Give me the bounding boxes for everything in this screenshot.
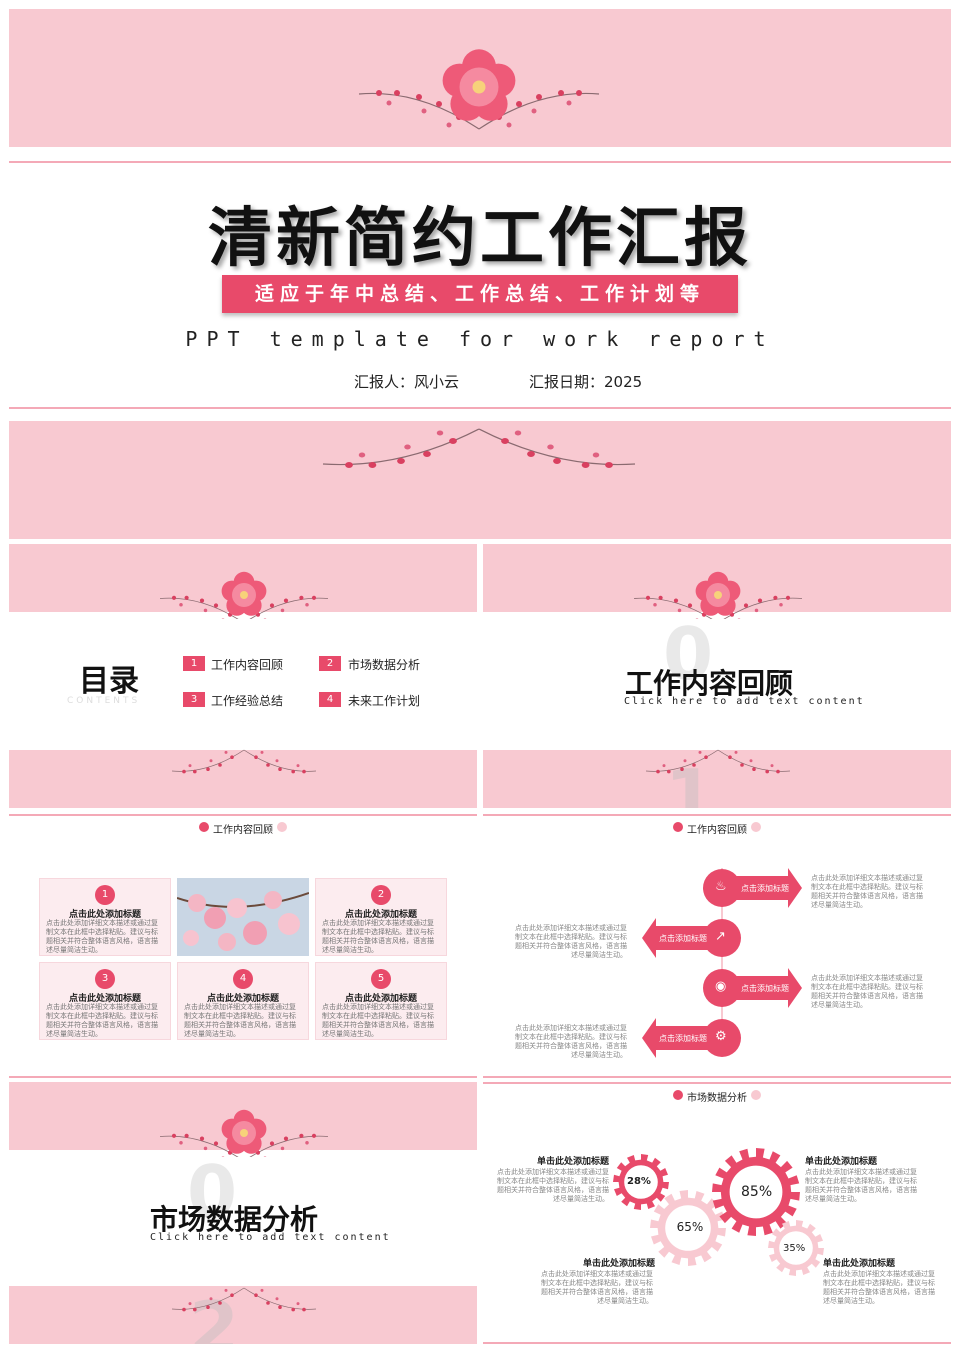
arrows-slide: 工作内容回顾 ♨ ↗ ◉ ⚙ 点击添加标题 点击添加标题 点击添加标题 点击添加… [483, 814, 951, 1078]
toc-item-4[interactable]: 未来工作计划 [348, 694, 421, 708]
toc-num-3: 3 [183, 692, 205, 707]
branch-flower-decoration [633, 571, 803, 619]
section-number-ghost: 0 [187, 1150, 238, 1234]
lock-icon: ◉ [715, 979, 727, 994]
arrow-desc-4: 点击此处添加详细文本描述或通过复制文本在此框中选择粘贴。建议与标题相关并符合整体… [515, 1024, 627, 1059]
gear-28 [613, 1154, 669, 1210]
gear-value-85: 85% [741, 1184, 773, 1200]
gear-title-4: 单击此处添加标题 [823, 1259, 896, 1269]
subtitle-banner: 适应于年中总结、工作总结、工作计划等 [222, 275, 738, 313]
gear-title-2: 单击此处添加标题 [583, 1259, 656, 1269]
branch-flower-decoration [358, 49, 600, 130]
section-1-slide: 0 工作内容回顾 Click here to add text content … [483, 544, 951, 808]
reporter-label: 汇报人：风小云 [354, 373, 460, 391]
bottom-pink-band [9, 421, 951, 539]
fire-icon: ♨ [715, 879, 727, 894]
date-label: 汇报日期：2025 [529, 373, 643, 391]
branch-decoration [322, 428, 636, 469]
section-number-ghost: 0 [663, 612, 714, 696]
gear-value-28: 28% [627, 1176, 651, 1187]
branch-flower-decoration [159, 1109, 329, 1157]
english-subtitle: PPT template for work report [185, 327, 775, 351]
toc-num-2: 2 [319, 656, 341, 671]
gear-title-3: 单击此处添加标题 [805, 1157, 878, 1167]
gear-desc-2: 点击此处添加详细文本描述或通过复制文本在此框中选择粘贴，建议与标题相关并符合整体… [541, 1270, 653, 1305]
section-2-slide: 0 市场数据分析 Click here to add text content … [9, 1082, 477, 1344]
arrow-label-4[interactable]: 点击添加标题 [659, 1034, 707, 1043]
toc-num-1: 1 [183, 656, 205, 671]
info-card-4: 4 点击此处添加标题 点击此处添加详细文本描述或通过复制文本在此框中选择粘贴。建… [177, 962, 309, 1040]
info-card-3: 3 点击此处添加标题 点击此处添加详细文本描述或通过复制文本在此框中选择粘贴。建… [39, 962, 171, 1040]
title-slide: 清新简约工作汇报 适应于年中总结、工作总结、工作计划等 PPT template… [9, 9, 951, 539]
click-here-text: Click here to add text content [624, 696, 865, 707]
gear-desc-4: 点击此处添加详细文本描述或通过复制文本在此框中选择粘贴，建议与标题相关并符合整体… [823, 1270, 935, 1305]
share-icon: ↗ [715, 929, 726, 944]
click-here-text: Click here to add text content [150, 1232, 391, 1243]
section-number-ghost-bottom: 1 [665, 754, 716, 808]
arrow-label-1[interactable]: 点击添加标题 [741, 884, 789, 893]
section-title: 市场数据分析 [150, 1203, 319, 1236]
gear-desc-1: 点击此处添加详细文本描述或通过复制文本在此框中选择粘贴，建议与标题相关并符合整体… [497, 1168, 609, 1203]
branch-flower-decoration [159, 571, 329, 619]
gear-title-1: 单击此处添加标题 [537, 1157, 610, 1167]
arrow-desc-1: 点击此处添加详细文本描述或通过复制文本在此框中选择粘贴。建议与标题相关并符合整体… [811, 874, 923, 909]
branch-decoration [645, 749, 791, 774]
arrow-label-3[interactable]: 点击添加标题 [741, 984, 789, 993]
gear-35 [768, 1220, 824, 1276]
gear-diagram [613, 1148, 824, 1276]
arrow-desc-2: 点击此处添加详细文本描述或通过复制文本在此框中选择粘贴。建议与标题相关并符合整体… [515, 924, 627, 959]
arrow-diagram [642, 868, 802, 1058]
page-title: 清新简约工作汇报 [208, 202, 752, 276]
slide-header: 工作内容回顾 [687, 825, 747, 836]
info-card-1: 1 点击此处添加标题 点击此处添加详细文本描述或通过复制文本在此框中选择粘贴。建… [39, 878, 171, 956]
gear-65 [650, 1190, 726, 1266]
info-card-5: 5 点击此处添加标题 点击此处添加详细文本描述或通过复制文本在此框中选择粘贴。建… [315, 962, 447, 1040]
gear-85 [712, 1148, 800, 1236]
arrow-label-2[interactable]: 点击添加标题 [659, 934, 707, 943]
arrow-desc-3: 点击此处添加详细文本描述或通过复制文本在此框中选择粘贴。建议与标题相关并符合整体… [811, 974, 923, 1009]
section-title: 工作内容回顾 [625, 667, 794, 700]
toc-subtitle: CONTENTS [67, 696, 141, 706]
branch-decoration [171, 749, 317, 774]
branch-decoration [171, 1287, 317, 1312]
cherry-blossom-photo [177, 878, 309, 956]
toc-slide: 目录 CONTENTS 1 工作内容回顾 2 市场数据分析 3 工作经验总结 4… [9, 544, 477, 808]
toc-item-1[interactable]: 工作内容回顾 [211, 658, 284, 672]
cards-slide: 工作内容回顾 1 点击此处添加标题 点击此处添加详细文本描述或通过复制文本在此框… [9, 814, 477, 1078]
info-card-2: 2 点击此处添加标题 点击此处添加详细文本描述或通过复制文本在此框中选择粘贴。建… [315, 878, 447, 956]
slide-header: 市场数据分析 [687, 1093, 747, 1104]
slide-header: 工作内容回顾 [213, 825, 273, 836]
gear-value-35: 35% [783, 1243, 806, 1254]
gear-desc-3: 点击此处添加详细文本描述或通过复制文本在此框中选择粘贴，建议与标题相关并符合整体… [805, 1168, 917, 1203]
toc-item-2[interactable]: 市场数据分析 [348, 658, 421, 672]
gears-slide: 市场数据分析 28% 65% 85% 35% 单击此处添加标题 点击此处添加详细… [483, 1082, 951, 1344]
toc-item-3[interactable]: 工作经验总结 [211, 694, 284, 708]
toc-title: 目录 [79, 664, 139, 699]
gear-value-65: 65% [676, 1220, 704, 1234]
toc-num-4: 4 [319, 692, 341, 707]
gear-icon: ⚙ [715, 1029, 727, 1044]
